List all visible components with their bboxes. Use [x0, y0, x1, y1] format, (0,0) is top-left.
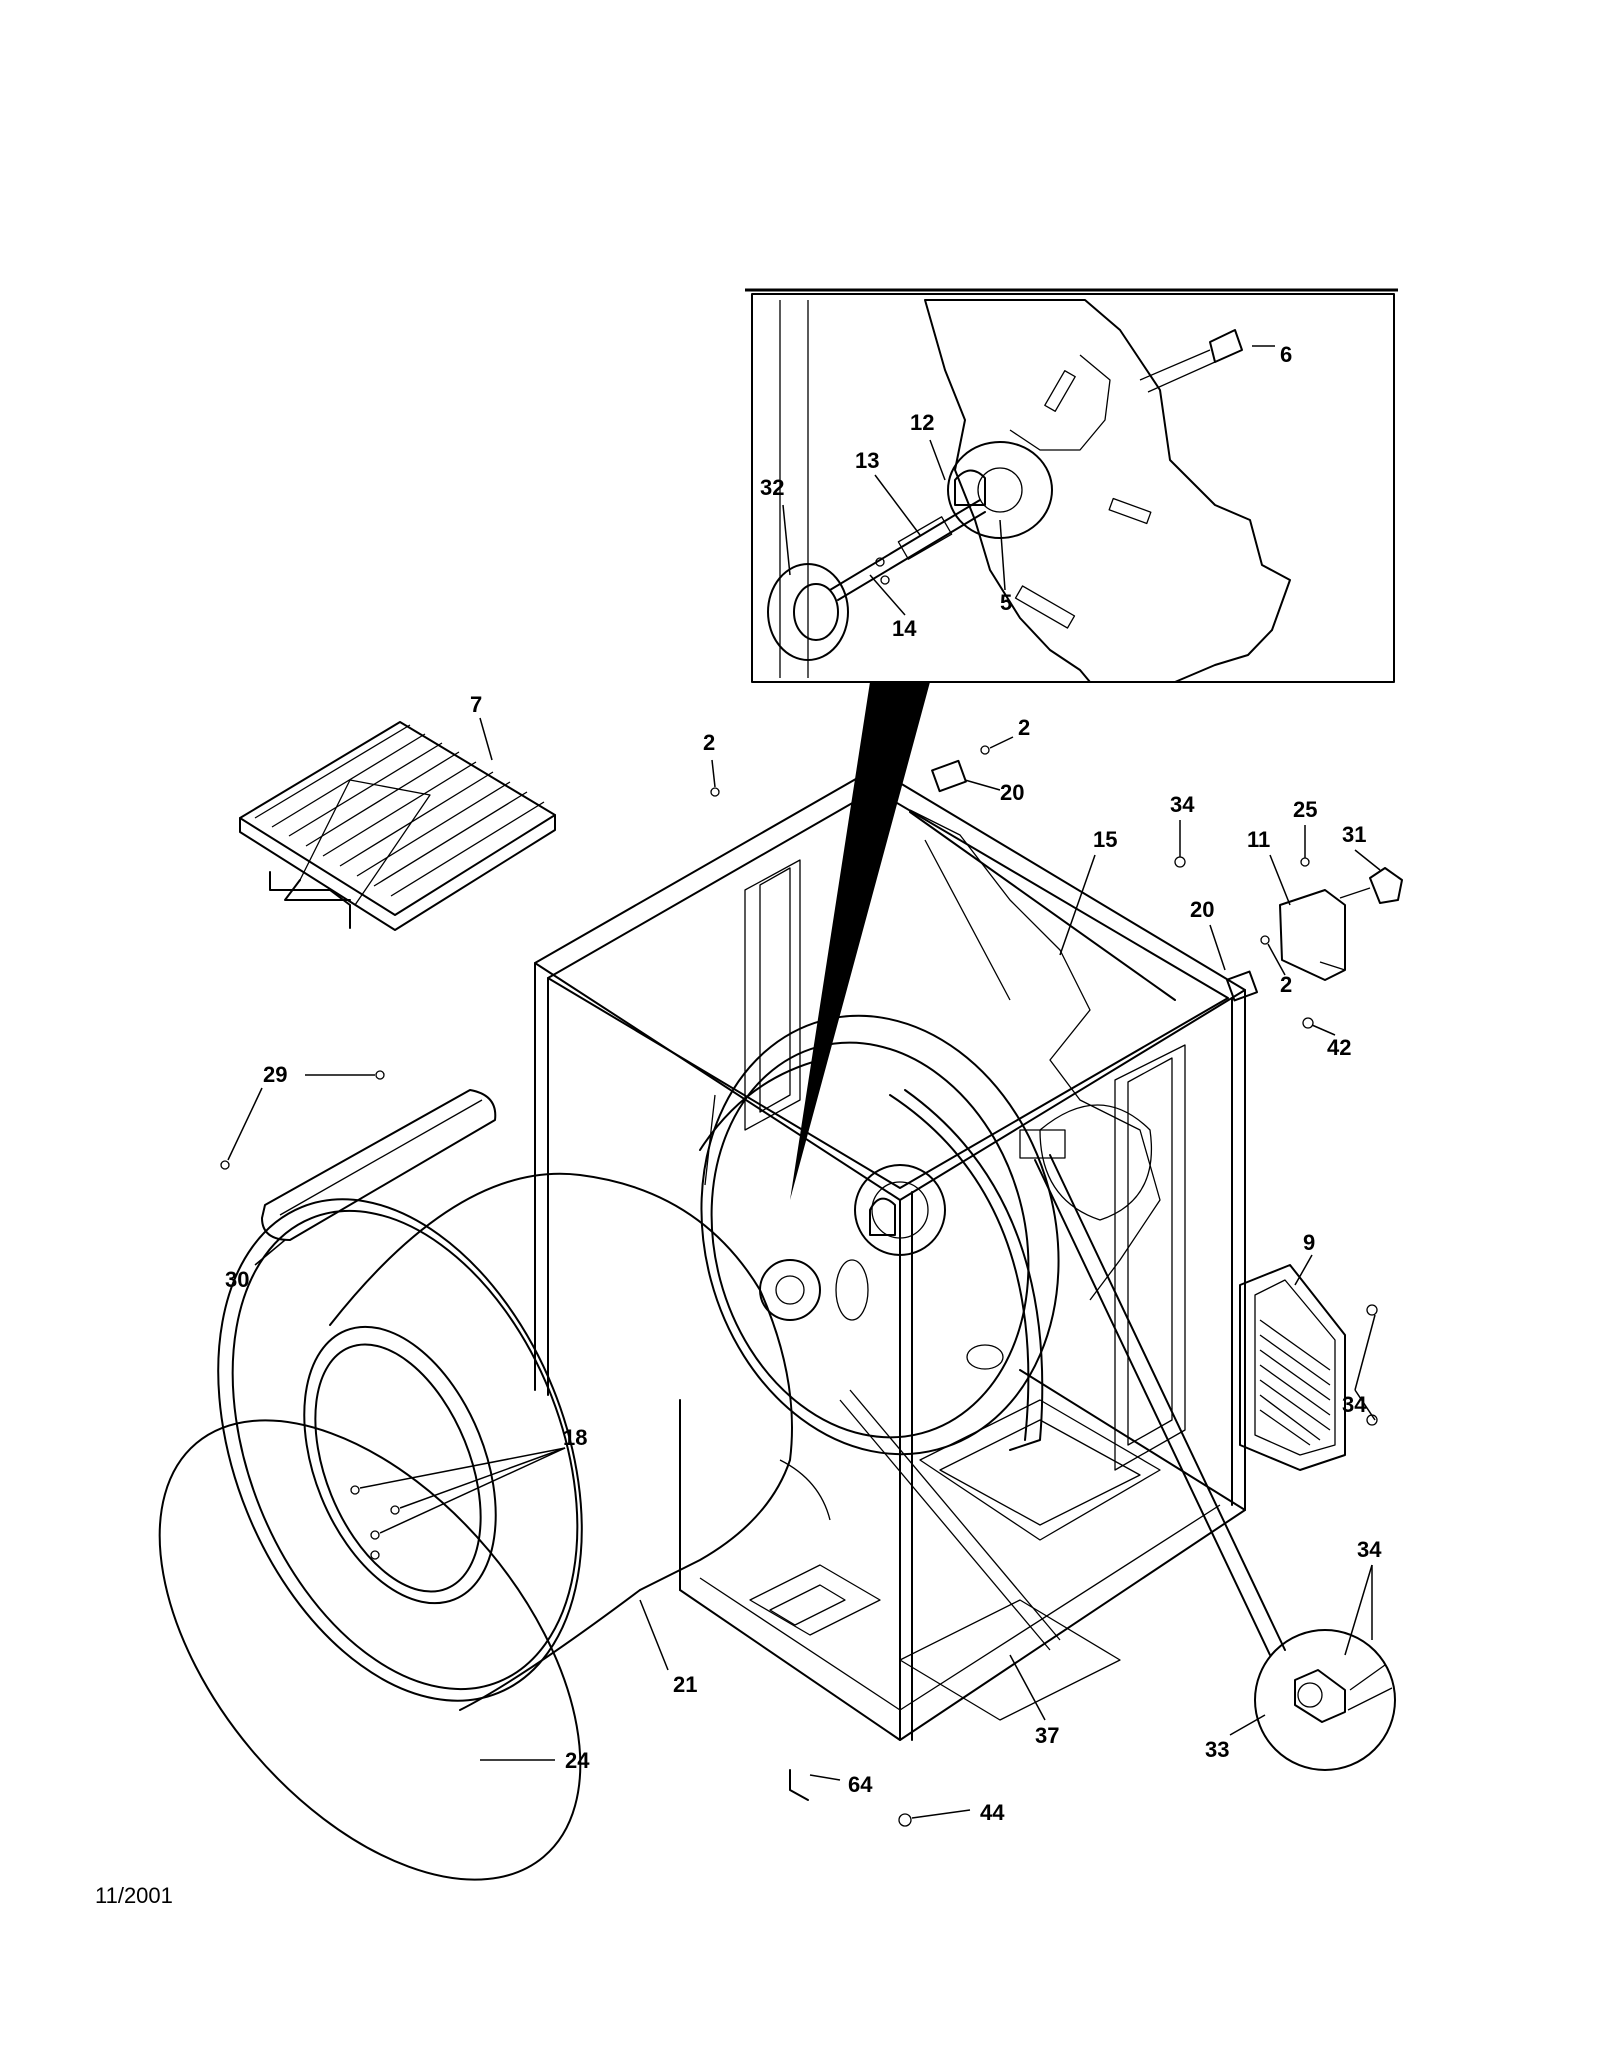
- label-30: 30: [225, 1267, 249, 1292]
- label-34c: 34: [1357, 1537, 1382, 1562]
- label-31: 31: [1342, 822, 1366, 847]
- label-20a: 20: [1000, 780, 1024, 805]
- inset-detail: 6 12 13 32 14 5: [745, 288, 1398, 683]
- bracket-20-top: [931, 759, 967, 793]
- drum: [217, 1172, 831, 1711]
- label-33: 33: [1205, 1737, 1229, 1762]
- label-21: 21: [673, 1672, 697, 1697]
- part-labels: 7 2 2 20 15 34 25 11 31 20 2 42 29 30 9 …: [225, 692, 1382, 1825]
- label-42: 42: [1327, 1035, 1351, 1060]
- label-34b: 34: [1342, 1392, 1367, 1417]
- label-15: 15: [1093, 827, 1117, 852]
- label-37: 37: [1035, 1723, 1059, 1748]
- label-25: 25: [1293, 797, 1317, 822]
- label-2b: 2: [1018, 715, 1030, 740]
- label-7: 7: [470, 692, 482, 717]
- inset-label-14: 14: [892, 616, 917, 641]
- label-11: 11: [1247, 827, 1270, 852]
- front-seal: [158, 1419, 582, 1881]
- drum-rear-bulkhead: [699, 811, 1176, 1651]
- drying-rack: [239, 721, 556, 931]
- label-44: 44: [980, 1800, 1005, 1825]
- motor-switch-detail: [1034, 1154, 1396, 1771]
- label-34a: 34: [1170, 792, 1195, 817]
- inset-label-32: 32: [760, 475, 784, 500]
- label-9: 9: [1303, 1230, 1315, 1255]
- label-18: 18: [563, 1425, 587, 1450]
- thermostat-bracket: [1279, 867, 1403, 981]
- inset-label-12: 12: [910, 410, 934, 435]
- exhaust-duct: [261, 1089, 497, 1241]
- label-20b: 20: [1190, 897, 1214, 922]
- inset-label-5: 5: [1000, 590, 1012, 615]
- label-29: 29: [263, 1062, 287, 1087]
- inset-pointer: [790, 682, 930, 1200]
- cabinet: [534, 767, 1246, 1741]
- label-64: 64: [848, 1772, 873, 1797]
- revision-date: 11/2001: [95, 1883, 173, 1908]
- label-2a: 2: [703, 730, 715, 755]
- access-panel: [1239, 1264, 1346, 1471]
- inset-label-13: 13: [855, 448, 879, 473]
- bracket-20-right: [1225, 970, 1259, 1002]
- label-2c: 2: [1280, 972, 1292, 997]
- inset-label-6: 6: [1280, 342, 1292, 367]
- leader-lines: [227, 717, 1381, 1819]
- label-24: 24: [565, 1748, 590, 1773]
